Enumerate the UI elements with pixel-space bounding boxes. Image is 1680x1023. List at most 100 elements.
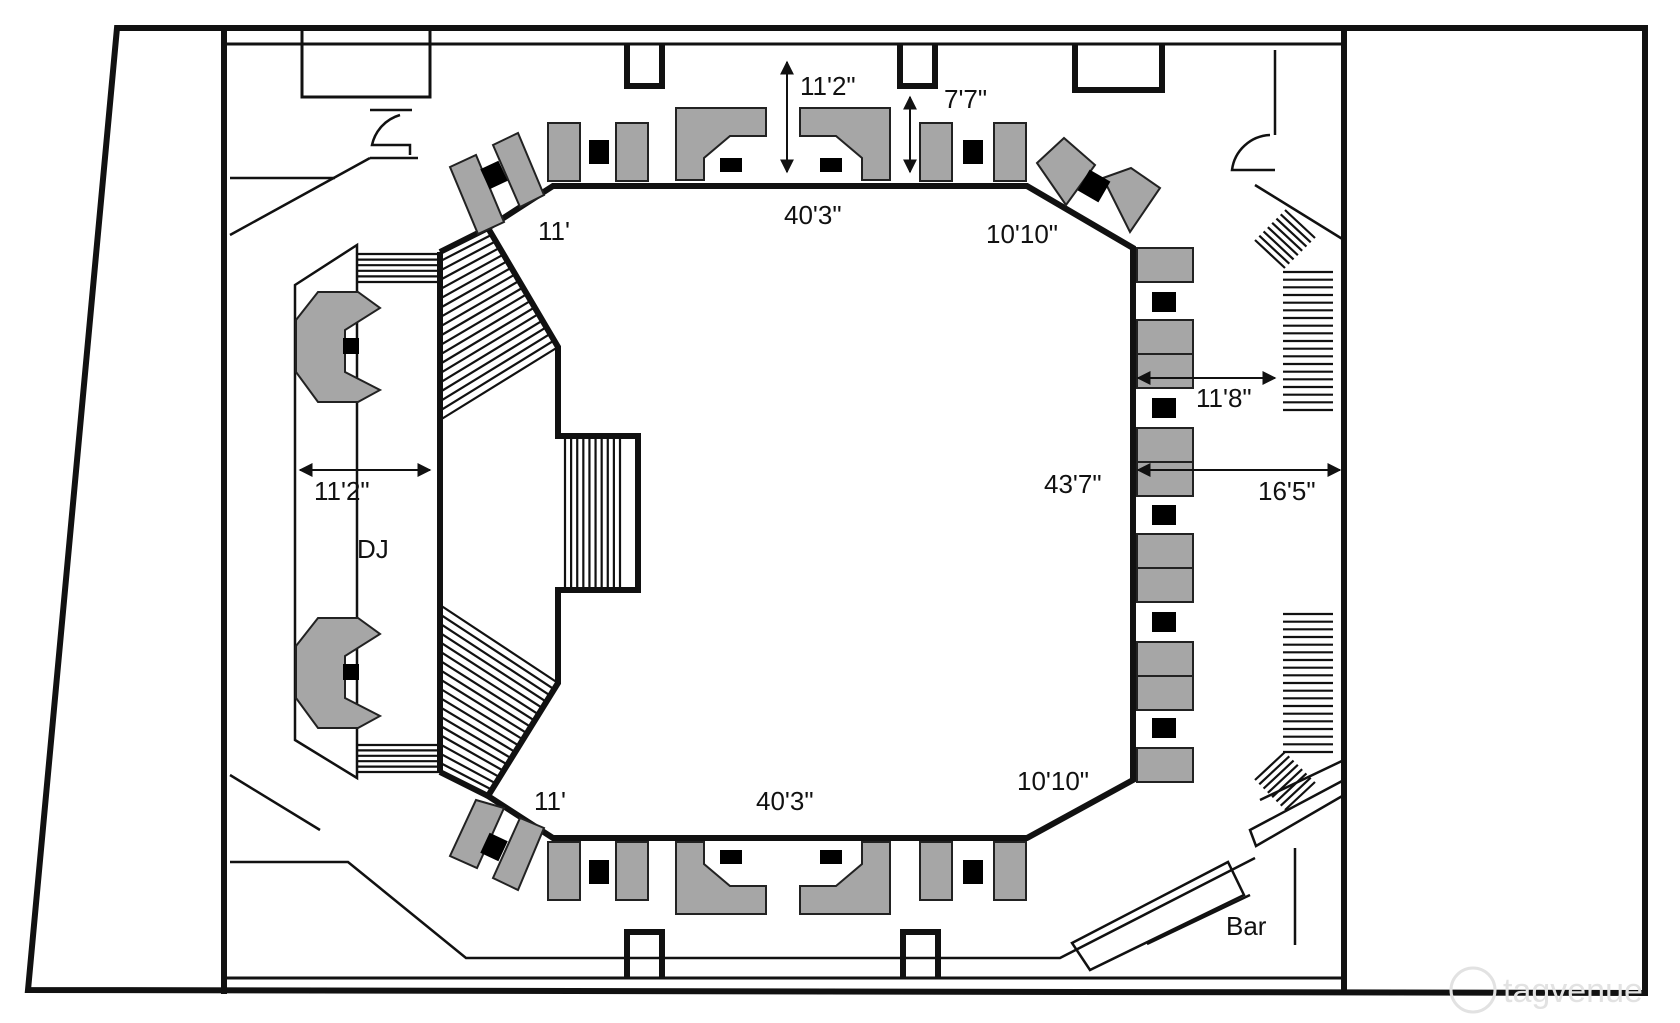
dimension-arrows [298, 60, 1342, 477]
dim-upper-left-diag: 11' [538, 216, 570, 246]
dim-lower-left-diag: 11' [534, 786, 566, 816]
stair-tread [439, 313, 540, 375]
seating-bottom [448, 798, 1027, 915]
dim-upper-right-diag: 10'10" [986, 219, 1058, 249]
stair-tread [439, 687, 524, 741]
stair-tread [439, 286, 524, 337]
seat-block [1136, 641, 1194, 677]
stair-tread [439, 613, 555, 691]
stair-tread [439, 604, 559, 684]
stair-tread [1279, 776, 1312, 807]
staircase-right-lower-diag [1254, 751, 1316, 811]
watermark: tagvenue [1449, 966, 1643, 1014]
dim-top-edge: 40'3" [784, 200, 842, 230]
stair-tread [439, 724, 508, 766]
stair-tread [1279, 213, 1312, 244]
stair-tread [439, 669, 532, 728]
stage-ramp-lower [439, 604, 559, 797]
stair-tread [1258, 755, 1291, 786]
table [1152, 505, 1176, 525]
stair-tread [439, 253, 505, 291]
stair-tread [439, 659, 536, 722]
stair-tread [439, 696, 520, 747]
stair-tread [439, 293, 528, 347]
dj-booth-upper [295, 291, 383, 403]
stair-tread [439, 743, 501, 779]
watermark-logo-icon [1449, 966, 1497, 1014]
bar-counter [1070, 860, 1246, 972]
stair-tread [1262, 759, 1295, 790]
stair-tread [439, 246, 501, 281]
seat-block [1136, 567, 1194, 603]
staircase-right-lower [1283, 612, 1333, 754]
stair-tread [439, 299, 532, 356]
stair-tread [439, 326, 547, 393]
dim-top-gap: 7'7" [944, 84, 987, 114]
watermark-text: tagvenue [1503, 972, 1643, 1010]
seat-block [1136, 533, 1194, 569]
stair-tread [1254, 239, 1286, 269]
stair-tread [439, 346, 559, 421]
stage-steps-bottom [357, 743, 440, 774]
seat-block [1136, 427, 1194, 463]
table [1152, 612, 1176, 632]
seating-top [448, 107, 1162, 236]
stair-tread [1271, 222, 1303, 252]
seat-block [1136, 675, 1194, 711]
seating-right [1136, 247, 1194, 783]
right-entry-ramp [1248, 777, 1346, 848]
dj-booth-lower [295, 617, 383, 729]
dimension-labels: 11'2" 7'7" 40'3" 11' 10'10" 11'8" 43'7" … [314, 71, 1316, 941]
stair-tread [1275, 217, 1308, 248]
doors [370, 50, 1277, 172]
stair-tread [1275, 772, 1308, 803]
stair-tread [1267, 764, 1299, 794]
stair-tread [439, 631, 547, 703]
staircase-right-upper-diag [1254, 209, 1316, 269]
stage-steps-center [558, 434, 638, 592]
stair-tread [439, 273, 516, 319]
stair-tread [439, 733, 505, 772]
stair-tread [439, 715, 512, 760]
area-bar: Bar [1226, 911, 1267, 941]
stair-tread [439, 339, 555, 412]
stair-tread [439, 706, 516, 753]
stair-tread [439, 752, 497, 785]
stair-tread [1271, 768, 1303, 798]
table [1152, 718, 1176, 738]
stair-tread [439, 650, 540, 716]
stage-ramp-upper [439, 227, 559, 421]
stair-tread [439, 266, 512, 309]
stair-tread [439, 260, 508, 300]
seat-block [1136, 247, 1194, 283]
stair-tread [1254, 751, 1286, 781]
stair-tread [1284, 209, 1316, 239]
seat-block [1136, 353, 1194, 389]
staircase-right-upper [1283, 270, 1333, 412]
dim-top-depth: 11'2" [800, 71, 856, 101]
dim-right-edge: 43'7" [1044, 469, 1102, 499]
corridor-lines [229, 156, 1345, 960]
table [1152, 292, 1176, 312]
seat-block [1136, 319, 1194, 355]
outer-walls [24, 25, 1648, 997]
dim-bottom-edge: 40'3" [756, 786, 814, 816]
stair-tread [1258, 234, 1291, 265]
pillars [300, 30, 1165, 978]
stair-tread [1284, 781, 1316, 811]
dim-lower-right-diag: 10'10" [1017, 766, 1089, 796]
stair-tread [439, 306, 536, 365]
stair-tread [439, 233, 493, 263]
area-dj: DJ [357, 534, 389, 564]
dim-right-side-total: 16'5" [1258, 476, 1316, 506]
stair-tread [439, 622, 551, 697]
stair-tread [439, 678, 528, 735]
main-floor [483, 183, 1136, 841]
dim-left-stage-depth: 11'2" [314, 476, 370, 506]
stair-tread [439, 279, 520, 328]
stair-tread [439, 771, 489, 797]
dim-right-side-depth: 11'8" [1196, 383, 1252, 413]
table [1152, 398, 1176, 418]
stair-tread [439, 240, 497, 272]
